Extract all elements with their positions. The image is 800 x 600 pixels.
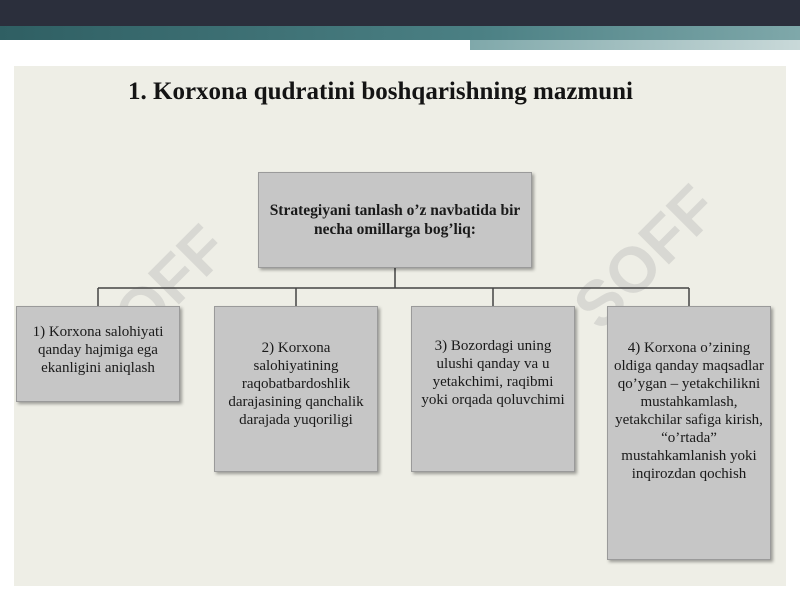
factor-node-2: 2) Korxona salohiyatining raqobatbardosh… [214, 306, 378, 472]
header-stripe-accent [470, 40, 800, 50]
factor-node-text: 4) Korxona o’zining oldiga qanday maqsad… [614, 340, 764, 482]
factor-node-3: 3) Bozordagi uning ulushi qanday va u ye… [411, 306, 575, 472]
factor-node-4: 4) Korxona o’zining oldiga qanday maqsad… [607, 306, 771, 560]
factor-node-text: 2) Korxona salohiyatining raqobatbardosh… [228, 340, 364, 428]
factor-node-text: 3) Bozordagi uning ulushi qanday va u ye… [421, 338, 565, 408]
slide-title: 1. Korxona qudratini boshqarishning mazm… [128, 78, 633, 105]
factor-node-1: 1) Korxona salohiyati qanday hajmiga ega… [16, 306, 180, 402]
header-bar [0, 0, 800, 26]
root-node-text: Strategiyani tanlash o’z navbatida bir n… [269, 202, 521, 238]
root-node: Strategiyani tanlash o’z navbatida bir n… [258, 172, 532, 268]
factor-node-text: 1) Korxona salohiyati qanday hajmiga ega… [32, 324, 164, 376]
header-stripe [0, 26, 800, 40]
